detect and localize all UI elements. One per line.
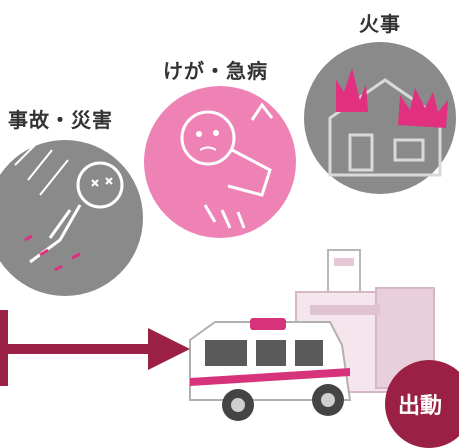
- label-fire: 火事: [359, 12, 401, 36]
- injured-person-icon: [144, 86, 296, 238]
- accident-victim-icon: [0, 140, 143, 296]
- ambulance-icon: [189, 318, 352, 421]
- dispatch-badge-label: 出動: [398, 394, 443, 419]
- illustration: [0, 42, 456, 421]
- arrow-right-icon: [0, 310, 190, 386]
- fire-house-icon: [304, 42, 456, 194]
- label-accident-disaster: 事故・災害: [8, 108, 113, 132]
- label-injury-illness: けが・急病: [163, 59, 268, 83]
